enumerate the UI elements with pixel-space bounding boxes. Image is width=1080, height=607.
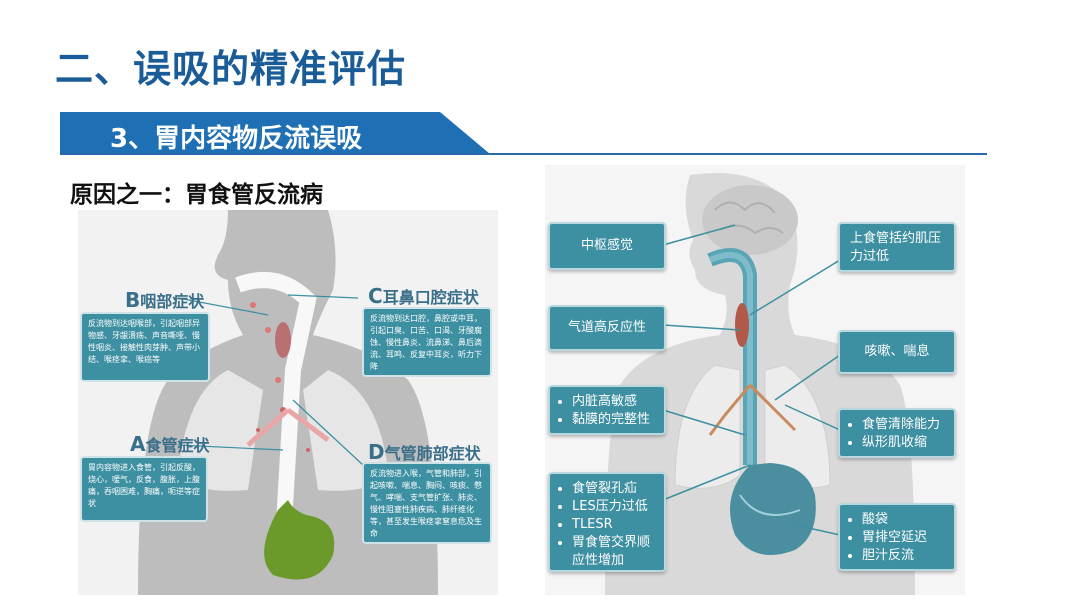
label-c-box: 反流物到达口腔，鼻腔或中耳，引起口臭、口苦、口渴、牙酸腐蚀、慢性鼻炎、流鼻涕、鼻… bbox=[362, 307, 492, 377]
hiatal-item: 食管裂孔疝 bbox=[572, 480, 654, 498]
visceral-item: 黏膜的完整性 bbox=[572, 411, 654, 429]
box-cough-wheeze: 咳嗽、喘息 bbox=[838, 330, 956, 374]
box-hiatal: 食管裂孔疝 LES压力过低 TLESR 胃食管交界顺应性增加 bbox=[548, 472, 666, 572]
hiatal-item: TLESR bbox=[572, 516, 654, 534]
hiatal-item: LES压力过低 bbox=[572, 498, 654, 516]
label-a-box: 胃内容物进入食管，引起反酸，烧心，嗳气，反食，腹胀，上腹痛，吞咽困难，胸痛，呃逆… bbox=[80, 456, 208, 522]
box-central-sensation: 中枢感觉 bbox=[548, 222, 666, 270]
cause-heading: 原因之一：胃食管反流病 bbox=[70, 175, 323, 209]
box-ues-pressure: 上食管括约肌压力过低 bbox=[838, 222, 956, 272]
acid-item: 胆汁反流 bbox=[862, 547, 944, 565]
clearance-item: 纵形肌收缩 bbox=[862, 434, 944, 452]
box-acid-pocket: 酸袋 胃排空延迟 胆汁反流 bbox=[838, 503, 956, 571]
visceral-item: 内脏高敏感 bbox=[572, 393, 654, 411]
acid-item: 胃排空延迟 bbox=[862, 529, 944, 547]
label-b-box: 反流物到达咽喉部，引起咽部异物感、牙龈溃疡、声音嘶哑、慢性咽炎、接触性肉芽肿、声… bbox=[80, 312, 210, 382]
label-c-heading: C耳鼻口腔症状 bbox=[368, 284, 479, 308]
label-d-box: 反流物进入喉，气管和肺部，引起咳嗽、喘息、胸闷、咳痰、憋气、哮喘、支气管扩张、肺… bbox=[362, 462, 492, 544]
divider-line bbox=[60, 153, 987, 155]
box-clearance: 食管清除能力 纵形肌收缩 bbox=[838, 408, 956, 458]
label-b-heading: B咽部症状 bbox=[125, 288, 204, 312]
label-a-heading: A食管症状 bbox=[130, 432, 210, 456]
acid-item: 酸袋 bbox=[862, 511, 944, 529]
subtitle-text: 3、胃内容物反流误吸 bbox=[110, 118, 362, 155]
page-title: 二、误吸的精准评估 bbox=[55, 38, 406, 93]
box-airway-hyperreactivity: 气道高反应性 bbox=[548, 305, 666, 351]
clearance-item: 食管清除能力 bbox=[862, 416, 944, 434]
hiatal-item: 胃食管交界顺应性增加 bbox=[572, 534, 654, 570]
label-d-heading: D气管肺部症状 bbox=[368, 440, 481, 464]
box-visceral: 内脏高敏感 黏膜的完整性 bbox=[548, 385, 666, 435]
